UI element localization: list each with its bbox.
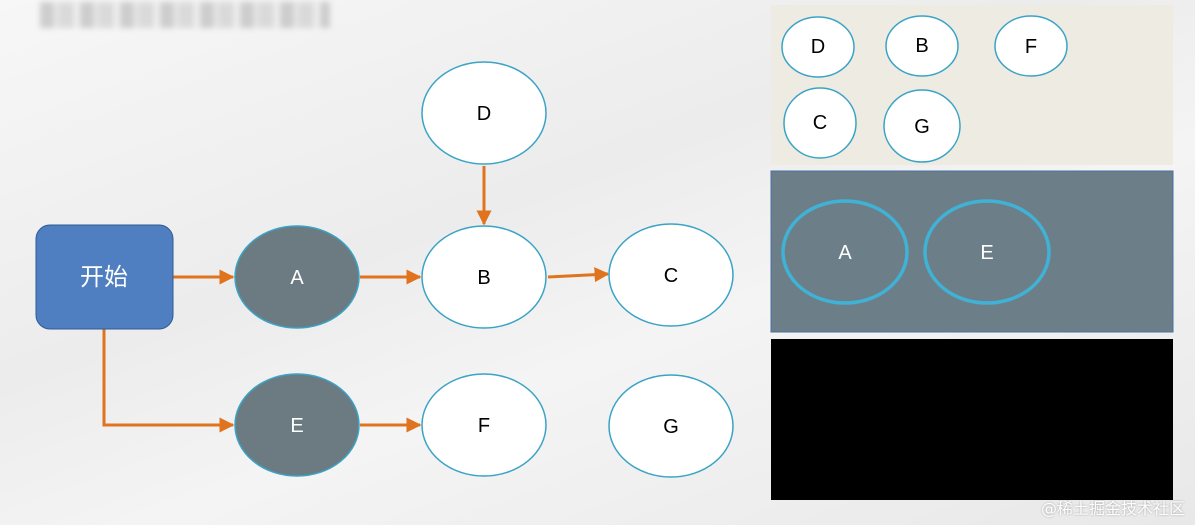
unvisited-item-g-label: G bbox=[914, 116, 930, 138]
node-a bbox=[234, 225, 360, 329]
unvisited-item-d-label: D bbox=[811, 36, 825, 58]
edge-start-e bbox=[102, 329, 235, 433]
unvisited-item-g bbox=[883, 89, 961, 163]
node-d bbox=[421, 61, 547, 165]
queue-item-e-label: E bbox=[980, 242, 993, 264]
queue-item-a-label: A bbox=[838, 242, 852, 264]
visited-panel bbox=[771, 339, 1173, 500]
watermark: @稀土掘金技术社区 bbox=[1040, 499, 1185, 518]
node-c-label: C bbox=[664, 265, 678, 287]
node-a-label: A bbox=[290, 267, 304, 289]
queue-panel bbox=[770, 170, 1174, 333]
blurred-title bbox=[40, 2, 330, 28]
start-node bbox=[35, 224, 174, 330]
unvisited-item-c bbox=[783, 87, 857, 159]
node-f-label: F bbox=[478, 415, 490, 437]
node-b-label: B bbox=[477, 267, 490, 289]
node-c bbox=[608, 223, 734, 327]
node-f bbox=[421, 373, 547, 477]
unvisited-item-b bbox=[885, 15, 959, 77]
node-d-label: D bbox=[477, 103, 491, 125]
node-g bbox=[608, 374, 734, 478]
edge-b-c bbox=[547, 267, 610, 283]
unvisited-item-f-label: F bbox=[1025, 36, 1037, 58]
queue-item-a bbox=[781, 199, 909, 305]
unvisited-item-d bbox=[781, 16, 855, 78]
unvisited-item-b-label: B bbox=[915, 35, 928, 57]
unvisited-item-f bbox=[994, 15, 1068, 77]
queue-item-e bbox=[923, 199, 1051, 305]
unvisited-item-c-label: C bbox=[813, 112, 827, 134]
node-g-label: G bbox=[663, 416, 679, 438]
start-node-label: 开始 bbox=[80, 263, 128, 291]
node-b bbox=[421, 225, 547, 329]
node-e bbox=[234, 373, 360, 477]
node-e-label: E bbox=[290, 415, 303, 437]
